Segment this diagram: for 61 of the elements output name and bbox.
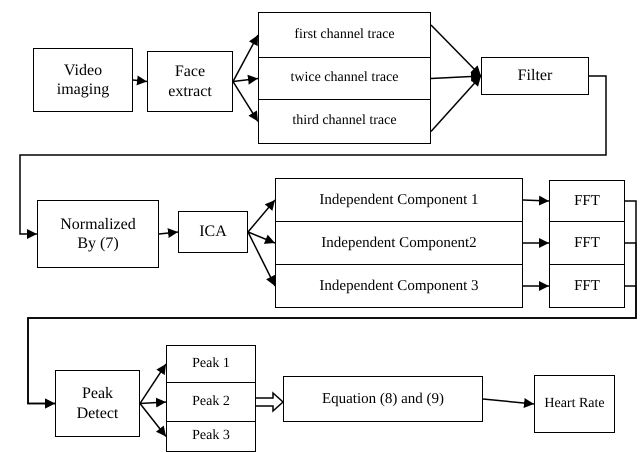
box-label: FFT bbox=[574, 277, 600, 295]
box-label: ICA bbox=[199, 222, 227, 242]
box-label: Video imaging bbox=[56, 60, 110, 100]
box-label: third channel trace bbox=[292, 113, 397, 130]
arrow bbox=[248, 231, 276, 244]
box-label: first channel trace bbox=[294, 26, 395, 44]
arrow bbox=[247, 232, 276, 286]
arrow bbox=[140, 398, 166, 408]
process-box bbox=[258, 57, 431, 100]
process-box bbox=[258, 12, 431, 58]
process-box bbox=[275, 221, 523, 265]
arrow bbox=[232, 81, 259, 122]
process-box bbox=[147, 51, 233, 112]
arrow bbox=[430, 72, 482, 82]
box-label: twice channel trace bbox=[290, 70, 399, 87]
process-box bbox=[549, 264, 625, 308]
box-label: Filter bbox=[518, 66, 552, 86]
process-box bbox=[275, 264, 523, 308]
arrow bbox=[523, 281, 549, 291]
process-box bbox=[275, 178, 523, 222]
arrow bbox=[139, 364, 167, 404]
box-label: Heart Rate bbox=[544, 396, 605, 412]
arrow bbox=[27, 285, 637, 408]
box-label: Independent Component 3 bbox=[319, 277, 479, 295]
process-box bbox=[549, 180, 625, 222]
arrow bbox=[139, 403, 167, 437]
process-box bbox=[166, 421, 256, 452]
box-label: Independent Component 1 bbox=[319, 191, 479, 209]
arrow bbox=[482, 398, 534, 408]
arrow bbox=[430, 76, 482, 132]
process-box bbox=[549, 221, 625, 265]
box-label: Face extract bbox=[167, 62, 213, 101]
process-box bbox=[166, 345, 256, 383]
box-label: Independent Component2 bbox=[321, 234, 477, 252]
box-label: Equation (8) and (9) bbox=[322, 390, 444, 408]
process-box bbox=[166, 382, 256, 422]
arrow bbox=[523, 238, 549, 248]
process-box bbox=[283, 376, 483, 422]
process-box bbox=[33, 48, 133, 112]
box-label: FFT bbox=[574, 234, 600, 252]
process-box bbox=[481, 57, 589, 95]
box-label: Peak Detect bbox=[76, 384, 120, 423]
process-box bbox=[258, 99, 431, 144]
arrow bbox=[522, 196, 550, 206]
process-box bbox=[37, 200, 159, 268]
arrow bbox=[19, 75, 607, 239]
box-label: Peak 3 bbox=[192, 428, 230, 445]
box-label: Peak 2 bbox=[192, 394, 230, 410]
arrow bbox=[158, 228, 178, 238]
box-label: Normalized By (7) bbox=[59, 214, 137, 254]
arrow bbox=[247, 200, 276, 232]
box-label: Peak 1 bbox=[192, 356, 230, 372]
arrow bbox=[232, 74, 258, 85]
arrow bbox=[430, 24, 482, 77]
box-label: FFT bbox=[574, 192, 600, 210]
hollow-arrow bbox=[255, 391, 284, 413]
process-box bbox=[55, 370, 140, 437]
arrow bbox=[232, 34, 259, 82]
arrow bbox=[132, 75, 148, 86]
process-box bbox=[178, 211, 248, 253]
process-box bbox=[534, 375, 615, 433]
